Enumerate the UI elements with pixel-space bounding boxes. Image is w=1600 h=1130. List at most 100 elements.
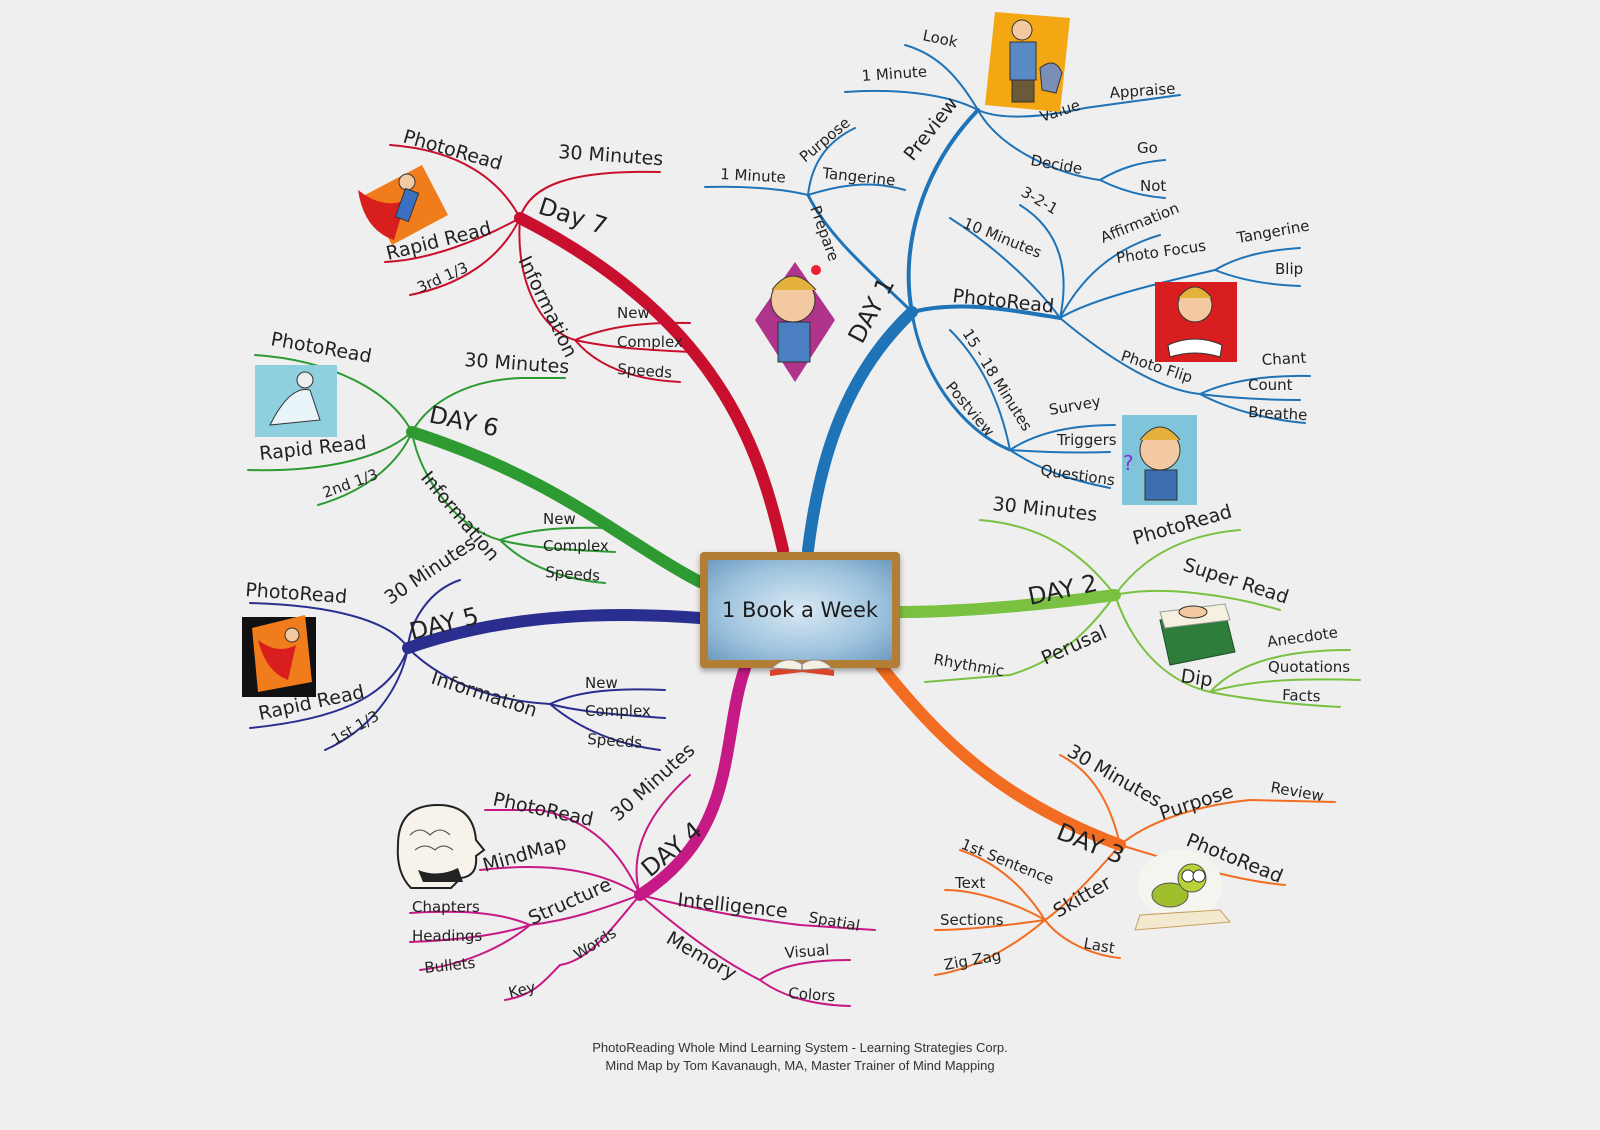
day-1-survey: Survey [1048,392,1103,419]
day-4-bullets: Bullets [424,954,477,977]
day-6-photoread: PhotoRead [269,328,373,367]
day-4-words: Words [571,923,620,963]
day-1-questions: Questions [1039,461,1116,489]
day-4-colors: Colors [788,984,836,1005]
day-7-thirty: 30 Minutes [558,141,664,170]
day-4-photoread: PhotoRead [491,788,595,831]
day-7-photoread: PhotoRead [401,126,505,175]
day-1-not: Not [1140,177,1166,195]
day-1-one-minute-a: 1 Minute [861,62,928,85]
day-2-dip: Dip [1179,665,1214,691]
central-topic-title: 1 Book a Week [721,598,879,622]
open-book-icon [770,659,834,676]
day-2-facts: Facts [1282,686,1321,705]
day-4-memory: Memory [663,927,741,985]
question-mark-icon: ? [1123,451,1134,475]
day-1-decide: Decide [1029,151,1083,178]
day-1-ten-minutes: 10 Minutes [961,214,1045,262]
superhero-icon [242,615,316,697]
thinking-man-icon [755,262,835,382]
footer-credit-line-2: Mind Map by Tom Kavanaugh, MA, Master Tr… [605,1058,995,1073]
puzzled-man-icon: ? [1122,415,1197,505]
day-1-tangerine-b: Tangerine [1235,217,1311,248]
day-6-speeds: Speeds [545,563,601,585]
day-5-first-third: 1st 1/3 [328,707,382,749]
day-1-purpose: Purpose [796,114,854,166]
branch-day-1 [704,44,1311,556]
branch-day-2 [894,519,1361,708]
day-5-speeds: Speeds [587,730,643,752]
day-2-super-read: Super Read [1180,554,1291,609]
day-6-new: New [543,510,576,528]
central-topic-board: 1 Book a Week [700,552,900,676]
day-1-affirmation: Affirmation [1098,199,1182,247]
day-2-quotations: Quotations [1268,658,1350,676]
footer-credit-line-1: PhotoReading Whole Mind Learning System … [592,1040,1008,1055]
central-topic-panel: 1 Book a Week [708,560,892,660]
day-1-photo-focus: Photo Focus [1115,237,1207,267]
day-2-rhythmic: Rhythmic [932,650,1005,680]
day-3-label: DAY 3 [1053,818,1129,870]
day-5-new: New [585,674,618,692]
day-3-skitter: Skitter [1050,872,1116,923]
day-3-thirty: 30 Minutes [1064,740,1166,812]
branch-day-7-labels: Day 7 30 Minutes PhotoRead Rapid Read 3r… [384,126,683,382]
branch-day-4 [409,662,876,1007]
day-1-triggers: Triggers [1056,431,1117,449]
branch-day-7 [384,144,789,556]
day-7-information: Information [514,253,582,361]
superhero-icon [358,165,448,245]
branch-day-5 [249,579,706,751]
day-1-photoread: PhotoRead [951,285,1055,318]
day-1-breathe: Breathe [1248,403,1308,424]
day-4-visual: Visual [784,941,830,962]
bookworm-icon [1134,850,1231,931]
day-6-complex: Complex [543,537,609,555]
superhero-icon [255,365,337,437]
day-1-one-minute-b: 1 Minute [720,165,786,186]
day-1-chant: Chant [1261,349,1307,369]
day-7-speeds: Speeds [617,360,673,382]
day-6-thirty: 30 Minutes [464,349,570,378]
day-3-sections: Sections [940,911,1004,929]
day-5-complex: Complex [585,702,651,720]
day-4-spatial: Spatial [807,908,861,935]
day-2-perusal: Perusal [1038,621,1110,669]
day-2-anecdote: Anecdote [1266,623,1339,651]
day-3-text: Text [954,874,985,892]
day-1-tangerine-a: Tangerine [821,164,897,190]
branch-day-6 [247,354,706,588]
day-4-structure: Structure [525,874,615,930]
day-1-preview: Preview [900,93,963,165]
day-5-information: Information [428,667,539,722]
day-7-complex: Complex [617,333,683,351]
branch-day-3 [874,659,1336,976]
day-1-look: Look [921,26,959,51]
day-4-mindmap: MindMap [480,832,569,877]
day-4-intelligence: Intelligence [676,889,788,922]
day-2-thirty: 30 Minutes [991,493,1098,526]
day-3-zig-zag: Zig Zag [943,946,1003,974]
day-6-second-third: 2nd 1/3 [320,465,380,502]
day-1-three-two-one: 3-2-1 [1018,183,1061,218]
day-1-blip: Blip [1275,260,1303,278]
day-1-count: Count [1248,376,1293,394]
day-4-key: Key [507,978,538,1002]
book-icon [1159,603,1236,666]
branch-day-2-labels: DAY 2 30 Minutes PhotoRead Super Read Pe… [932,493,1350,705]
day-7-new: New [617,304,650,322]
man-with-dog-icon [985,12,1070,112]
day-3-purpose: Purpose [1157,780,1236,824]
day-7-third-third: 3rd 1/3 [414,258,471,296]
day-1-appraise: Appraise [1109,79,1176,102]
day-3-last: Last [1082,934,1116,957]
day-4-headings: Headings [412,927,482,945]
day-1-go: Go [1137,139,1158,157]
reading-student-icon [1155,282,1237,362]
day-5-thirty: 30 Minutes [380,532,479,609]
day-4-chapters: Chapters [412,898,480,916]
day-4-thirty: 30 Minutes [607,739,700,826]
brain-head-icon [396,803,486,889]
day-1-prepare: Prepare [806,203,843,263]
